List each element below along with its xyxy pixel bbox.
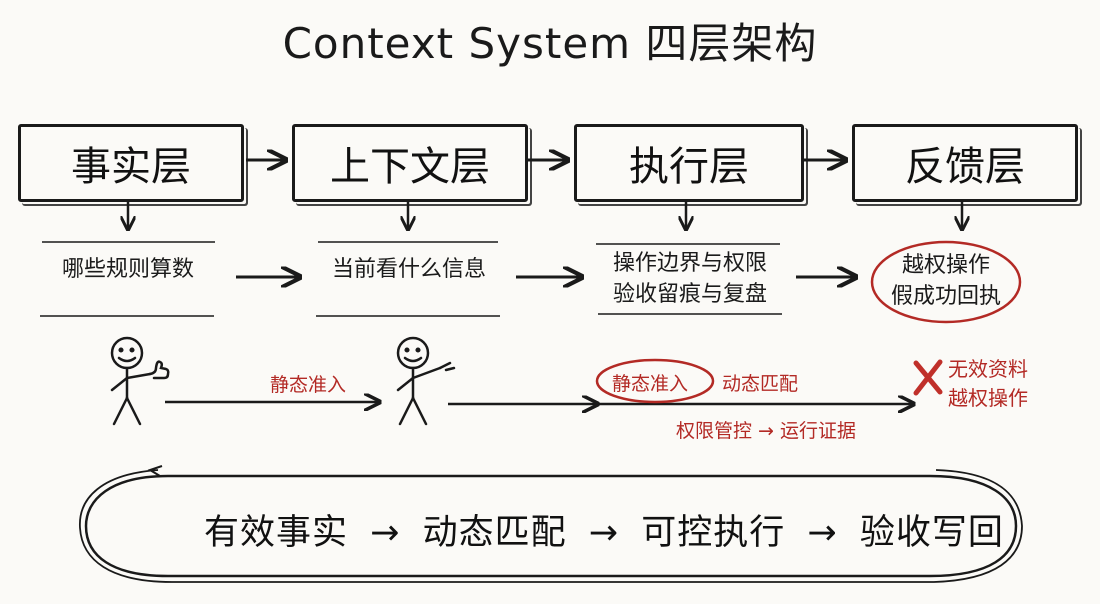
desc-facts: 哪些规则算数 <box>40 254 216 285</box>
flow-label-static-admission: 静态准入 <box>270 374 347 396</box>
stick-figure-pointing-icon <box>396 336 456 426</box>
desc-feedback-line-1: 越权操作 <box>901 253 990 278</box>
layer-label-feedback: 反馈层 <box>905 144 1025 190</box>
layer-label-context: 上下文层 <box>330 144 490 190</box>
desc-feedback: 越权操作 假成功回执 <box>874 250 1018 312</box>
desc-execution: 操作边界与权限 验收留痕与复盘 <box>596 248 784 310</box>
desc-execution-line-1: 操作边界与权限 <box>612 251 767 276</box>
cross-mark-icon <box>913 359 943 396</box>
summary-arrow-2: → <box>588 513 620 553</box>
desc-context-line-1: 当前看什么信息 <box>331 257 486 282</box>
layer-label-execution: 执行层 <box>629 144 749 190</box>
layer-box-execution: 执行层 <box>574 124 804 202</box>
desc-feedback-line-2: 假成功回执 <box>890 284 1001 309</box>
layer-box-facts: 事实层 <box>18 124 244 202</box>
diagram-title: Context System 四层架构 <box>282 19 818 68</box>
desc-execution-line-2: 验收留痕与复盘 <box>612 282 767 307</box>
layer-box-feedback: 反馈层 <box>852 124 1078 202</box>
static-admission-highlight <box>595 358 715 404</box>
summary-step-1: 有效事实 <box>204 513 349 553</box>
desc-facts-line-1: 哪些规则算数 <box>61 257 194 282</box>
stick-figure-thumbs-up-icon <box>110 336 170 426</box>
summary-step-4: 验收写回 <box>859 513 1004 553</box>
summary-step-2: 动态匹配 <box>422 513 567 553</box>
down-arrows <box>128 202 962 228</box>
summary-loop <box>79 465 1023 583</box>
description-rules <box>40 241 782 317</box>
flow-label-static-admission-circled: 静态准入 <box>612 373 689 395</box>
flow-arrows <box>165 402 912 404</box>
summary-flow: 有效事实 → 动态匹配 → 可控执行 → 验收写回 <box>204 504 1004 555</box>
flow-label-dynamic-match: 动态匹配 <box>722 373 799 395</box>
reject-label: 无效资料 越权操作 <box>948 355 1028 413</box>
summary-arrow-1: → <box>370 513 401 553</box>
desc-context: 当前看什么信息 <box>318 254 500 285</box>
feedback-highlight-ellipse <box>870 240 1022 324</box>
summary-arrow-3: → <box>807 513 838 553</box>
layer-label-facts: 事实层 <box>71 144 191 190</box>
flow-label-permission-control: 权限管控 → 运行证据 <box>676 420 856 442</box>
summary-step-3: 可控执行 <box>641 513 786 553</box>
reject-line-1: 无效资料 <box>948 357 1028 381</box>
reject-line-2: 越权操作 <box>948 386 1028 410</box>
layer-box-context: 上下文层 <box>292 124 528 202</box>
